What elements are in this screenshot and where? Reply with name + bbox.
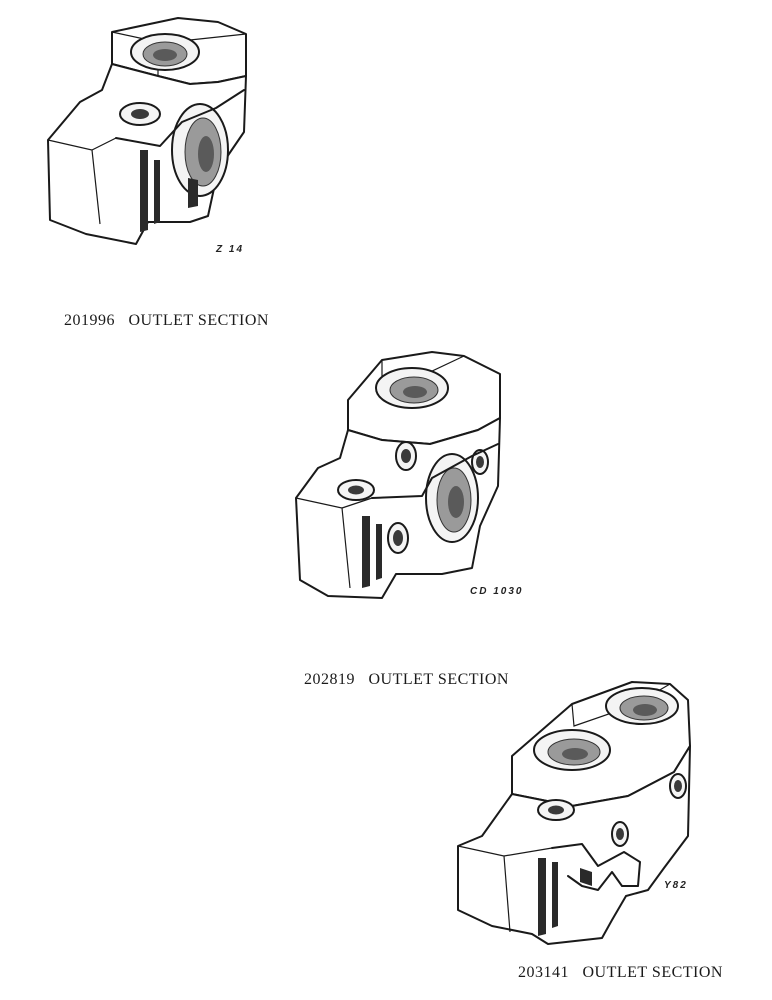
outlet-section-203141-illustration [452,676,700,950]
part-code-label: Y82 [664,880,688,891]
part-number: 201996 [64,312,115,329]
outlet-section-201996-illustration [40,10,270,250]
outlet-section-202819-illustration [282,348,512,610]
part-number: 203141 [518,964,569,981]
part-description: OUTLET SECTION [128,312,269,329]
part-description: OUTLET SECTION [368,671,509,688]
part-number: 202819 [304,671,355,688]
part-description: OUTLET SECTION [582,964,723,981]
part-caption: 203141 OUTLET SECTION [518,964,723,982]
part-caption: 201996 OUTLET SECTION [64,312,269,330]
part-caption: 202819 OUTLET SECTION [304,671,509,689]
part-code-label: Z 14 [216,244,245,255]
part-code-label: CD 1030 [470,586,524,597]
